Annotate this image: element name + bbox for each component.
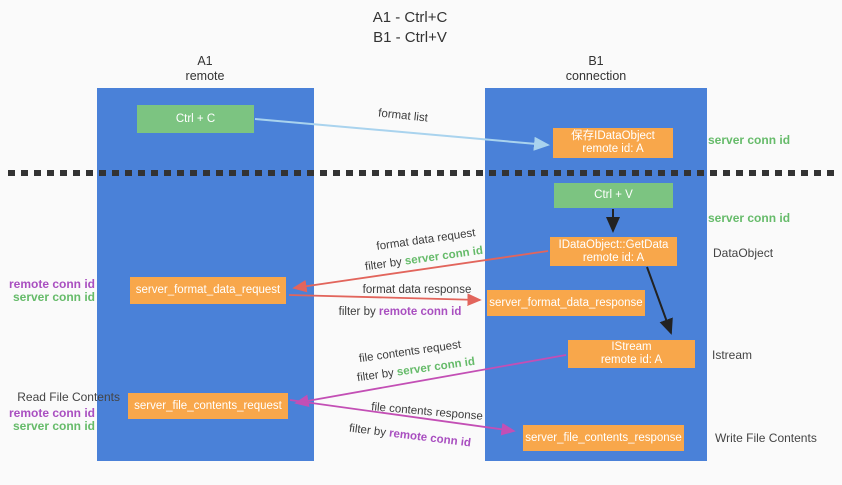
column-b1-id: B1 [588, 54, 604, 68]
istream-side-label: Istream [712, 348, 753, 362]
filter-by-remote-conn-id-label-2: filter by remote conn id [348, 423, 471, 450]
title-line-1: A1 - Ctrl+C [372, 9, 448, 26]
conn-id-block-1: remote conn id server conn id [0, 278, 95, 304]
server-conn-id-label-mid: server conn id [708, 211, 791, 225]
column-b1-role: connection [565, 69, 627, 83]
format-data-response-label: format data response [362, 284, 472, 296]
filter-by-value-2: remote conn id [378, 306, 462, 318]
server-conn-id-label-top: server conn id [708, 133, 791, 147]
dataobject-label: DataObject [713, 246, 774, 260]
server-conn-id-label-2: server conn id [12, 419, 95, 433]
file-contents-response-label: file contents response [370, 401, 484, 423]
ctrl-v-node: Ctrl + V [554, 183, 673, 208]
filter-by-value-3: server conn id [396, 355, 476, 379]
file-response-label: server_file_contents_response [525, 431, 682, 444]
read-file-contents-label: Read File Contents [17, 390, 120, 404]
ctrl-v-label: Ctrl + V [594, 189, 633, 201]
getdata-line2: remote id: A [582, 251, 645, 264]
column-header-b1: B1 connection [516, 54, 676, 84]
filter-by-value-4: remote conn id [388, 427, 472, 450]
server-conn-id-label-1: server conn id [12, 290, 95, 304]
filter-by-prefix-1: filter by [364, 255, 406, 274]
save-idataobject-line2: remote id: A [582, 143, 644, 155]
save-idataobject-line1: 保存IDataObject [571, 130, 655, 142]
istream-line1: IStream [611, 341, 652, 353]
column-a1-role: remote [185, 69, 225, 83]
server-format-data-response-node: server_format_data_response [487, 290, 645, 316]
istream-node: IStream remote id: A [568, 340, 695, 368]
column-a1-id: A1 [197, 54, 213, 68]
column-header-a1: A1 remote [125, 54, 285, 84]
conn-id-block-2: remote conn id server conn id [0, 407, 95, 433]
remote-conn-id-label-1: remote conn id [8, 277, 95, 291]
machine-boundary-divider [8, 170, 836, 176]
ctrl-c-node: Ctrl + C [137, 105, 254, 133]
format-list-label: format list [377, 107, 429, 125]
title-line-2: B1 - Ctrl+V [373, 29, 447, 46]
getdata-line1: IDataObject::GetData [558, 238, 669, 251]
filter-by-prefix-4: filter by [348, 422, 390, 440]
server-format-data-request-node: server_format_data_request [130, 277, 286, 304]
server-file-contents-request-node: server_file_contents_request [128, 393, 288, 419]
istream-line2: remote id: A [600, 354, 663, 366]
ctrl-c-label: Ctrl + C [175, 112, 216, 125]
server-file-contents-response-node: server_file_contents_response [523, 425, 684, 451]
idataobject-getdata-node: IDataObject::GetData remote id: A [550, 237, 677, 266]
filter-by-remote-conn-id-label-1: filter by remote conn id [339, 306, 462, 318]
filter-by-value-1: server conn id [404, 244, 484, 268]
filter-by-prefix-2: filter by [338, 306, 379, 318]
format-response-label: server_format_data_response [489, 296, 643, 309]
format-request-label: server_format_data_request [135, 284, 281, 296]
save-idataobject-node: 保存IDataObject remote id: A [553, 128, 673, 158]
diagram-title: A1 - Ctrl+C B1 - Ctrl+V [260, 8, 560, 48]
filter-by-prefix-3: filter by [356, 366, 398, 385]
file-request-label: server_file_contents_request [134, 399, 282, 412]
write-file-contents-label: Write File Contents [715, 431, 817, 445]
remote-conn-id-label-2: remote conn id [8, 406, 95, 420]
